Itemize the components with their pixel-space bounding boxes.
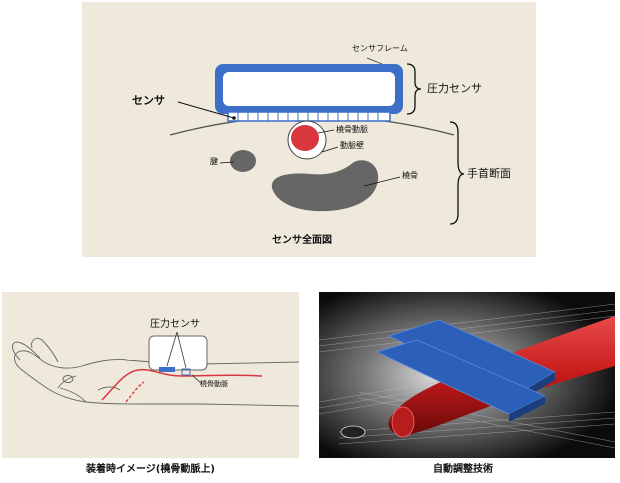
wearing-sensor-housing [148, 335, 208, 371]
sensor-pointer-right [176, 331, 187, 369]
cross-section-drawing [169, 57, 465, 225]
wrist-section-bracket [449, 121, 465, 225]
wearing-drawing [12, 331, 299, 407]
artery-wall-label: 動脈壁 [340, 141, 364, 150]
auto-adjust-render-panel [319, 292, 615, 458]
sensor-element-strip [227, 111, 391, 122]
wall-leader-line [321, 146, 339, 153]
top-caption: センサ全面図 [272, 235, 332, 246]
artery-leader-line [317, 129, 335, 134]
radial-artery [291, 125, 319, 151]
tube-end [340, 425, 366, 439]
tendon-label: 腱 [210, 157, 218, 166]
artery-pointer [191, 374, 203, 385]
tendon [230, 150, 256, 172]
pressure-sensor-bracket [406, 63, 422, 115]
radial-artery-dashed [125, 381, 145, 403]
sensor-cross-section-panel: センサフレーム 圧力センサ センサ 橈骨動脈 動脈壁 腱 橈骨 手首断面 センサ… [82, 2, 536, 257]
sensor-leader-dot [232, 116, 236, 120]
wearing-image-panel: 圧力センサ 橈骨動脈 [2, 292, 299, 458]
radius-bone-label: 橈骨 [402, 171, 418, 180]
radial-artery-line [101, 368, 263, 401]
hand-outline [12, 337, 299, 407]
sensor-pointer-left [166, 331, 178, 367]
sensor-element-cells [237, 112, 379, 121]
sensor-frame-label: センサフレーム [352, 44, 408, 53]
sensor-leader-line [177, 101, 235, 119]
wearing-sensor-element [159, 367, 175, 372]
pressure-sensor-label: 圧力センサ [427, 82, 482, 95]
sensor-label: センサ [132, 94, 165, 107]
wearing-sensor-target [181, 368, 191, 376]
bone-leader-line [363, 176, 401, 187]
vessel-end-cap [391, 406, 415, 438]
frame-leader-line [366, 57, 383, 65]
sensor-frame-window [223, 72, 395, 106]
wearing-caption: 装着時イメージ(橈骨動脈上) [86, 464, 215, 475]
wearing-pressure-sensor-label: 圧力センサ [150, 319, 200, 330]
auto-adjust-render [319, 292, 615, 458]
sensor-strip-lower-edge [509, 396, 545, 422]
radial-artery-label: 橈骨動脈 [336, 125, 368, 134]
tendon-leader-line [219, 161, 235, 164]
radius-bone [271, 160, 379, 212]
wearing-radial-artery-label: 橈骨動脈 [200, 380, 228, 388]
wrist-section-label: 手首断面 [467, 167, 511, 180]
auto-adjust-caption: 自動調整技術 [433, 464, 493, 475]
